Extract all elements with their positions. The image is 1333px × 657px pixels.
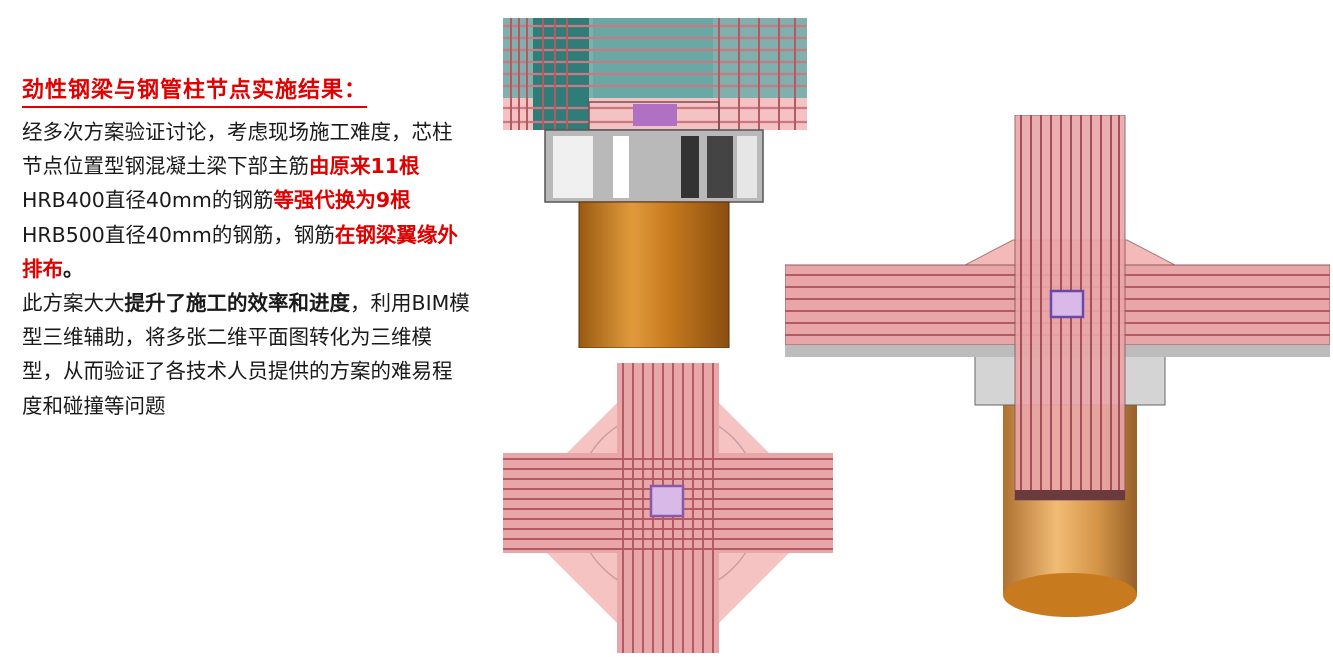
slide-title: 劲性钢梁与钢管柱节点实施结果： — [22, 72, 368, 108]
paragraph-1: 经多次方案验证讨论，考虑现场施工难度，芯柱节点位置型钢混凝土梁下部主筋由原来11… — [22, 120, 458, 281]
highlight-arrangement: 在钢梁翼缘外排布 — [22, 222, 458, 281]
highlight-rebar-replaced: 等强代换为9根 — [273, 188, 411, 213]
side-elevation-model-image — [503, 18, 807, 348]
isometric-3d-model-image — [785, 115, 1330, 617]
body-text: 经多次方案验证讨论，考虑现场施工难度，芯柱节点位置型钢混凝土梁下部主筋由原来11… — [22, 115, 470, 423]
plan-view-model-image — [503, 363, 833, 653]
highlight-efficiency: 提升了施工的效率和进度 — [124, 291, 351, 316]
highlight-rebar-original: 由原来11根 — [309, 154, 420, 179]
paragraph-2: 此方案大大提升了施工的效率和进度，利用BIM模型三维辅助，将多张二维平面图转化为… — [22, 291, 470, 418]
